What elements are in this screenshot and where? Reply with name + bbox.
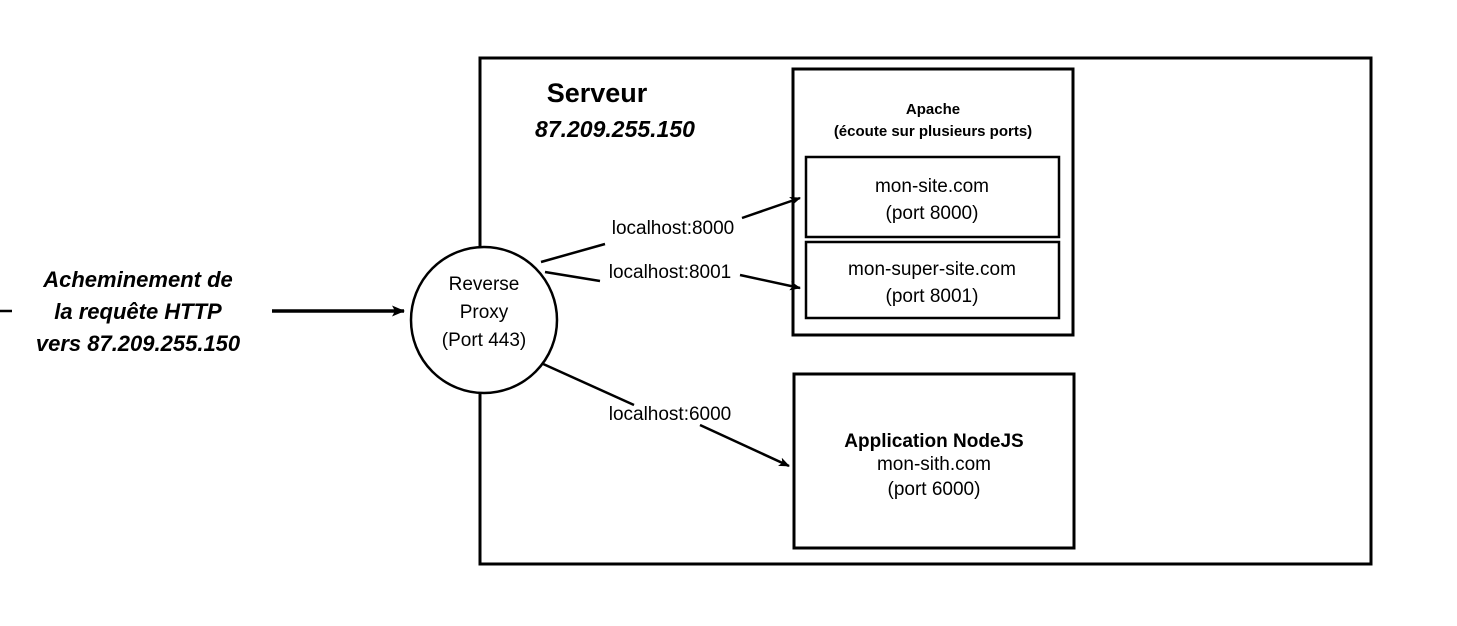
- connector-6000-segment-b: [699, 423, 790, 468]
- vhost-port-0: (port 8000): [886, 203, 979, 224]
- reverse-proxy-node[interactable]: [409, 245, 559, 395]
- vhost-name-1: mon-super-site.com: [848, 259, 1016, 280]
- incoming-label-line3: vers 87.209.255.150: [36, 331, 241, 356]
- connector-label-6000: localhost:6000: [609, 404, 732, 425]
- vhost-name-0: mon-site.com: [875, 176, 989, 197]
- incoming-label-line1: Acheminement de: [42, 267, 233, 292]
- connector-8000-segment-a: [540, 242, 606, 264]
- server-title: Serveur: [547, 78, 648, 108]
- proxy-label-line3: (Port 443): [442, 330, 526, 351]
- connector-8001-segment-a: [544, 270, 601, 283]
- connector-label-8000: localhost:8000: [612, 218, 735, 239]
- apache-subtitle: (écoute sur plusieurs ports): [834, 123, 1032, 140]
- connector-6000-segment-a: [540, 361, 635, 407]
- proxy-label-line2: Proxy: [460, 302, 509, 323]
- server-title-group: Serveur 87.209.255.150: [535, 78, 695, 142]
- vhost-box-mon-site: [804, 155, 1061, 239]
- connector-8000-segment-b: [741, 196, 801, 220]
- incoming-request-label: Acheminement de la requête HTTP vers 87.…: [36, 267, 241, 356]
- nodejs-container-box: [792, 372, 1076, 550]
- vhost-box-mon-super-site: [804, 240, 1061, 320]
- connector-8001-segment-b: [739, 273, 801, 291]
- apache-title: Apache: [906, 101, 960, 118]
- proxy-label-line1: Reverse: [449, 274, 520, 295]
- vhost-port-1: (port 8001): [886, 286, 979, 307]
- connector-label-8001: localhost:8001: [609, 262, 732, 283]
- nodejs-title: Application NodeJS: [844, 431, 1023, 452]
- server-ip-address: 87.209.255.150: [535, 116, 695, 142]
- incoming-label-line2: la requête HTTP: [54, 299, 222, 324]
- nodejs-domain: mon-sith.com: [877, 454, 991, 475]
- nodejs-port: (port 6000): [888, 479, 981, 500]
